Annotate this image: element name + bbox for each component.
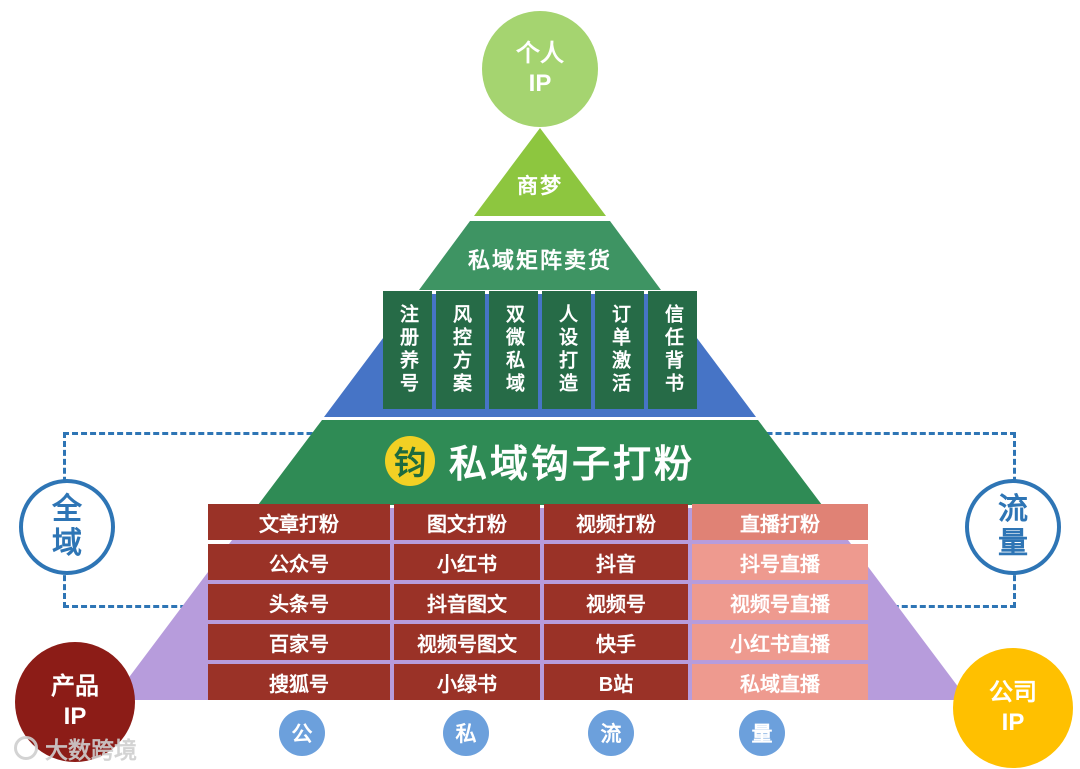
capability-box: 注册养号 bbox=[383, 291, 432, 409]
quanyu-line2: 域 bbox=[52, 527, 82, 560]
capability-box-row: 注册养号 风控方案 双微私域 人设打造 订单激活 信任背书 bbox=[383, 291, 697, 409]
matrix-cell: 视频号图文 bbox=[394, 624, 540, 660]
matrix-cell: 视频号 bbox=[544, 584, 688, 620]
capability-box: 人设打造 bbox=[542, 291, 591, 409]
matrix-cell: 抖号直播 bbox=[692, 544, 868, 580]
watermark: 大数跨境 bbox=[14, 731, 137, 765]
jun-logo-icon: 钧 bbox=[384, 435, 435, 486]
level-label-shangmeng: 商梦 bbox=[517, 175, 563, 198]
matrix-cell: 头条号 bbox=[208, 584, 390, 620]
capability-box: 双微私域 bbox=[489, 291, 538, 409]
company-ip-line1: 公司 bbox=[989, 679, 1037, 706]
matrix-cell: 私域直播 bbox=[692, 664, 868, 700]
watermark-text: 大数跨境 bbox=[45, 737, 137, 763]
hook-band: 钧 私域钩子打粉 bbox=[0, 433, 1080, 488]
quanyu-badge: 全 域 bbox=[19, 479, 115, 575]
personal-ip-circle: 个人 IP bbox=[482, 11, 598, 127]
matrix-cell: 视频号直播 bbox=[692, 584, 868, 620]
capability-box: 风控方案 bbox=[436, 291, 485, 409]
bottom-badge-liu: 流 bbox=[588, 710, 634, 756]
bottom-badge-liang: 量 bbox=[739, 710, 785, 756]
bottom-badge-si: 私 bbox=[443, 710, 489, 756]
personal-ip-line1: 个人 bbox=[516, 40, 564, 67]
bottom-badge-gong: 公 bbox=[279, 710, 325, 756]
pyramid-level-apex bbox=[474, 128, 606, 216]
matrix-cell: 百家号 bbox=[208, 624, 390, 660]
matrix-header-cell: 文章打粉 bbox=[208, 504, 390, 540]
matrix-cell: 抖音图文 bbox=[394, 584, 540, 620]
company-ip-circle: 公司 IP bbox=[953, 648, 1073, 768]
matrix-cell: 公众号 bbox=[208, 544, 390, 580]
liuliang-line1: 流 bbox=[998, 492, 1028, 526]
capability-box: 信任背书 bbox=[648, 291, 697, 409]
matrix-header-cell: 直播打粉 bbox=[692, 504, 868, 540]
quanyu-line1: 全 bbox=[52, 492, 82, 526]
matrix-cell: 快手 bbox=[544, 624, 688, 660]
company-ip-line2: IP bbox=[1001, 709, 1025, 736]
matrix-header-cell: 视频打粉 bbox=[544, 504, 688, 540]
watermark-logo-icon bbox=[14, 736, 38, 760]
matrix-cell: 小红书 bbox=[394, 544, 540, 580]
personal-ip-line2: IP bbox=[528, 70, 552, 97]
capability-box: 订单激活 bbox=[595, 291, 644, 409]
matrix-table: 文章打粉 图文打粉 视频打粉 直播打粉 公众号 小红书 抖音 抖号直播 头条号 … bbox=[208, 504, 868, 700]
matrix-cell: 抖音 bbox=[544, 544, 688, 580]
product-ip-line2: IP bbox=[63, 703, 87, 730]
product-ip-line1: 产品 bbox=[51, 673, 99, 700]
matrix-cell: 小红书直播 bbox=[692, 624, 868, 660]
level-label-matrix: 私域矩阵卖货 bbox=[467, 248, 612, 273]
matrix-header-cell: 图文打粉 bbox=[394, 504, 540, 540]
liuliang-line2: 量 bbox=[998, 527, 1028, 560]
matrix-cell: 搜狐号 bbox=[208, 664, 390, 700]
matrix-cell: 小绿书 bbox=[394, 664, 540, 700]
hook-band-title: 私域钩子打粉 bbox=[448, 444, 695, 486]
pyramid-level-matrix bbox=[419, 221, 661, 290]
liuliang-badge: 流 量 bbox=[965, 479, 1061, 575]
matrix-cell: B站 bbox=[544, 664, 688, 700]
